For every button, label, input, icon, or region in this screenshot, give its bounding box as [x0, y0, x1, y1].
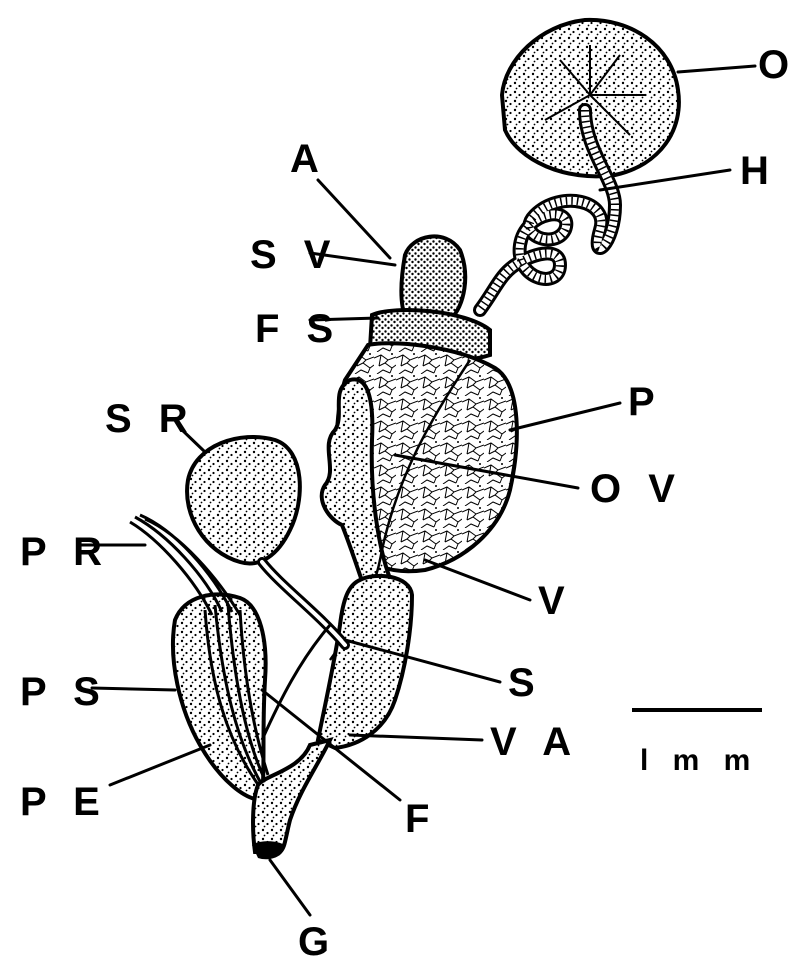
label-FS: F S	[255, 307, 341, 351]
seminal-receptacle-duct-inner	[262, 562, 345, 645]
label-PS: P S	[20, 670, 108, 714]
leader-V	[425, 560, 530, 600]
label-PR: P R	[20, 530, 110, 574]
leader-O	[678, 66, 755, 72]
label-A: A	[290, 137, 327, 181]
label-S: S	[508, 661, 543, 705]
leader-P	[510, 403, 620, 430]
label-F: F	[405, 797, 437, 841]
label-H: H	[740, 149, 777, 193]
label-O: O	[758, 43, 797, 87]
label-P: P	[628, 380, 663, 424]
label-G: G	[298, 920, 337, 962]
leader-VA	[350, 735, 482, 740]
label-SR: S R	[105, 397, 196, 441]
label-VA: V A	[490, 720, 579, 764]
seminal-receptacle	[187, 437, 300, 563]
vagina	[318, 576, 412, 748]
scale-bar-label: l m m	[640, 744, 758, 777]
leader-G	[270, 860, 310, 915]
leader-PE	[110, 745, 210, 785]
label-OV: O V	[590, 467, 683, 511]
label-V: V	[538, 579, 573, 623]
label-PE: P E	[20, 780, 108, 824]
label-SV: S V	[250, 233, 338, 277]
genital-pore	[252, 841, 284, 859]
